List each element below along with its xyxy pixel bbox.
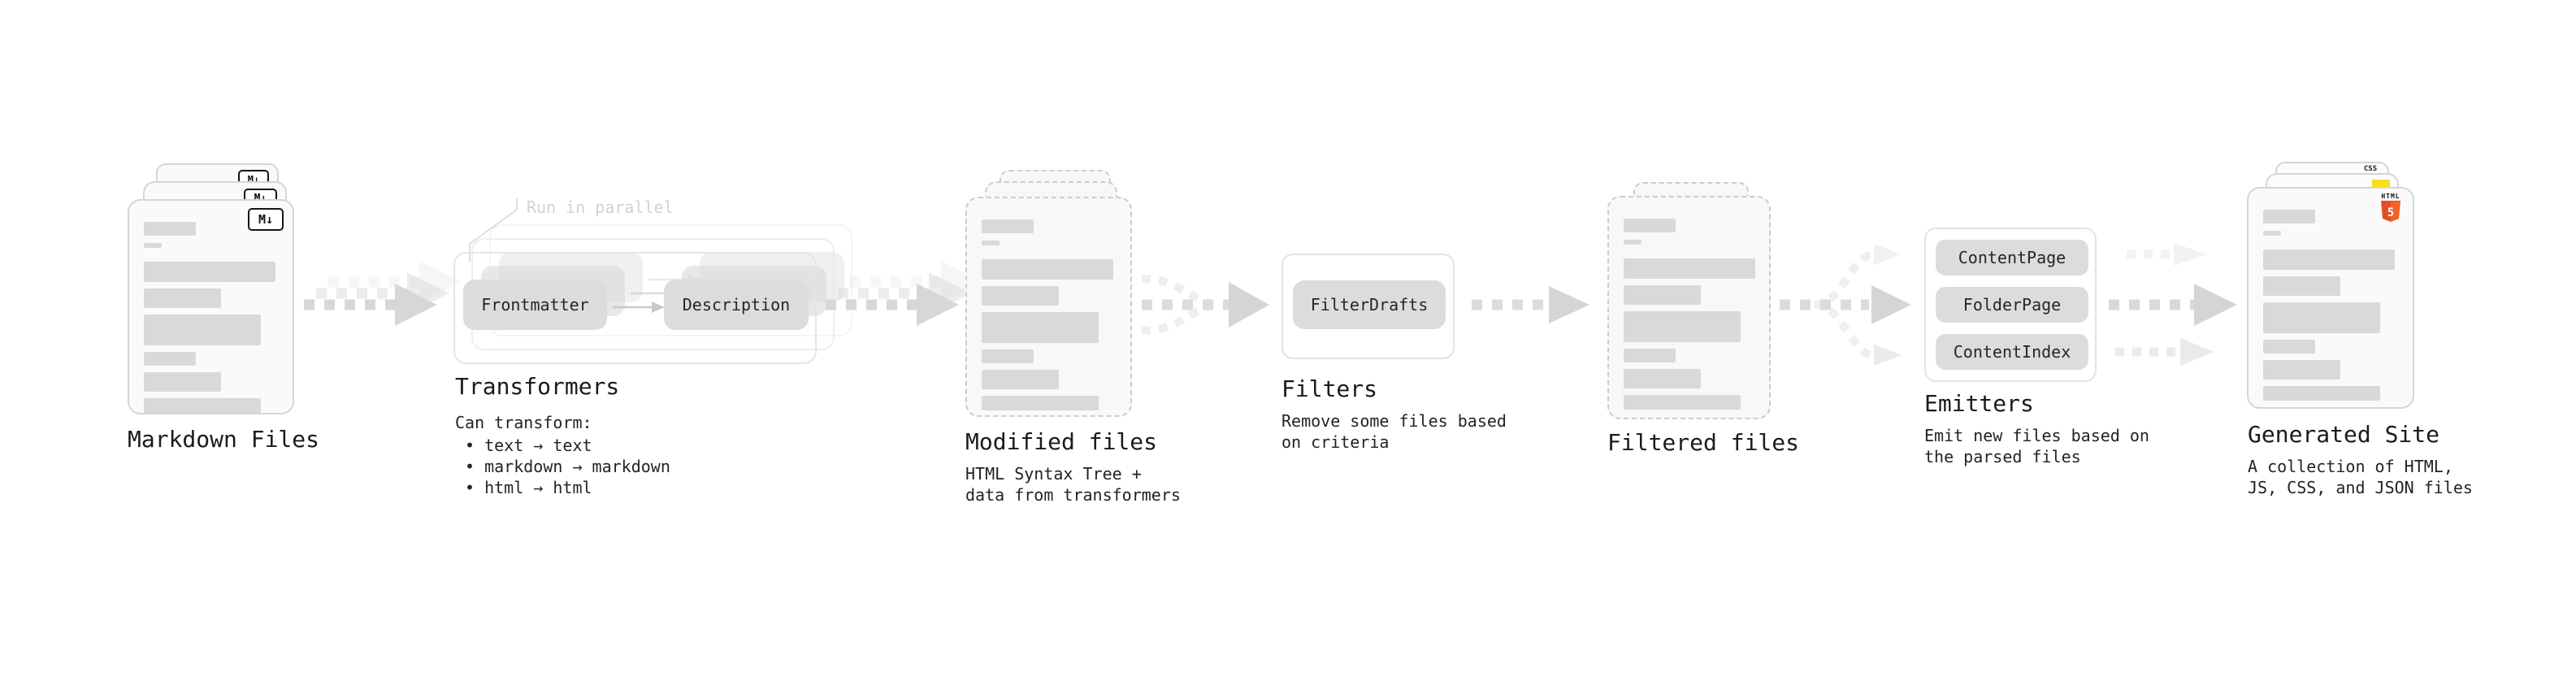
transformers-bullet: • text → text (465, 436, 592, 455)
parallel-dashed-arrows-icon (2109, 243, 2237, 366)
transform-arrow-icon (613, 301, 665, 313)
markdown-file-card-front: M↓ (128, 199, 294, 414)
dashed-arrow-icon (1472, 286, 1589, 323)
filters-panel: FilterDrafts (1281, 254, 1455, 359)
file-content-skeleton (982, 219, 1116, 410)
transformers-bullet: • html → html (465, 478, 592, 497)
generated-site-subtitle: A collection of HTML, JS, CSS, and JSON … (2248, 457, 2473, 497)
transformers-title: Transformers (455, 373, 620, 400)
file-content-skeleton (1624, 219, 1755, 410)
modified-file-card-front (965, 197, 1132, 417)
frontmatter-pill: Frontmatter (463, 280, 607, 330)
emitters-title: Emitters (1924, 390, 2034, 417)
stacked-dashed-arrow-icon (826, 261, 983, 326)
filters-title: Filters (1281, 375, 1378, 402)
modified-files-title: Modified files (965, 428, 1158, 455)
contentindex-pill: ContentIndex (1936, 334, 2088, 370)
js-badge-icon (2372, 180, 2390, 188)
emitters-panel: ContentPage FolderPage ContentIndex (1924, 228, 2097, 382)
generated-file-card-html: HTML 5 (2247, 187, 2414, 409)
folderpage-pill: FolderPage (1936, 287, 2088, 323)
transformers-bullet: • markdown → markdown (465, 457, 670, 476)
generated-site-title: Generated Site (2248, 421, 2440, 448)
markdown-files-title: Markdown Files (128, 426, 320, 453)
transformer-layer-front: Frontmatter Description (453, 252, 817, 364)
transformers-subtitle: Can transform: (455, 413, 592, 432)
run-in-parallel-annotation: Run in parallel (527, 197, 674, 217)
contentpage-pill: ContentPage (1936, 240, 2088, 275)
merge-dashed-arrow-icon (1141, 275, 1269, 335)
filtered-files-title: Filtered files (1607, 429, 1800, 456)
file-content-skeleton (144, 222, 278, 413)
markdown-badge-icon: M↓ (248, 208, 284, 231)
svg-text:5: 5 (2387, 206, 2394, 219)
filterdrafts-pill: FilterDrafts (1293, 280, 1446, 329)
stacked-dashed-arrow-icon (304, 261, 462, 326)
modified-files-subtitle: HTML Syntax Tree + data from transformer… (965, 464, 1181, 505)
filtered-file-card-front (1607, 196, 1771, 419)
html5-badge-icon: HTML 5 (2379, 193, 2403, 223)
file-content-skeleton (2263, 210, 2398, 401)
emitters-subtitle: Emit new files based on the parsed files (1924, 426, 2149, 466)
fanout-dashed-arrow-icon (1780, 244, 1911, 366)
filters-subtitle: Remove some files based on criteria (1281, 411, 1507, 452)
description-pill: Description (664, 280, 809, 330)
